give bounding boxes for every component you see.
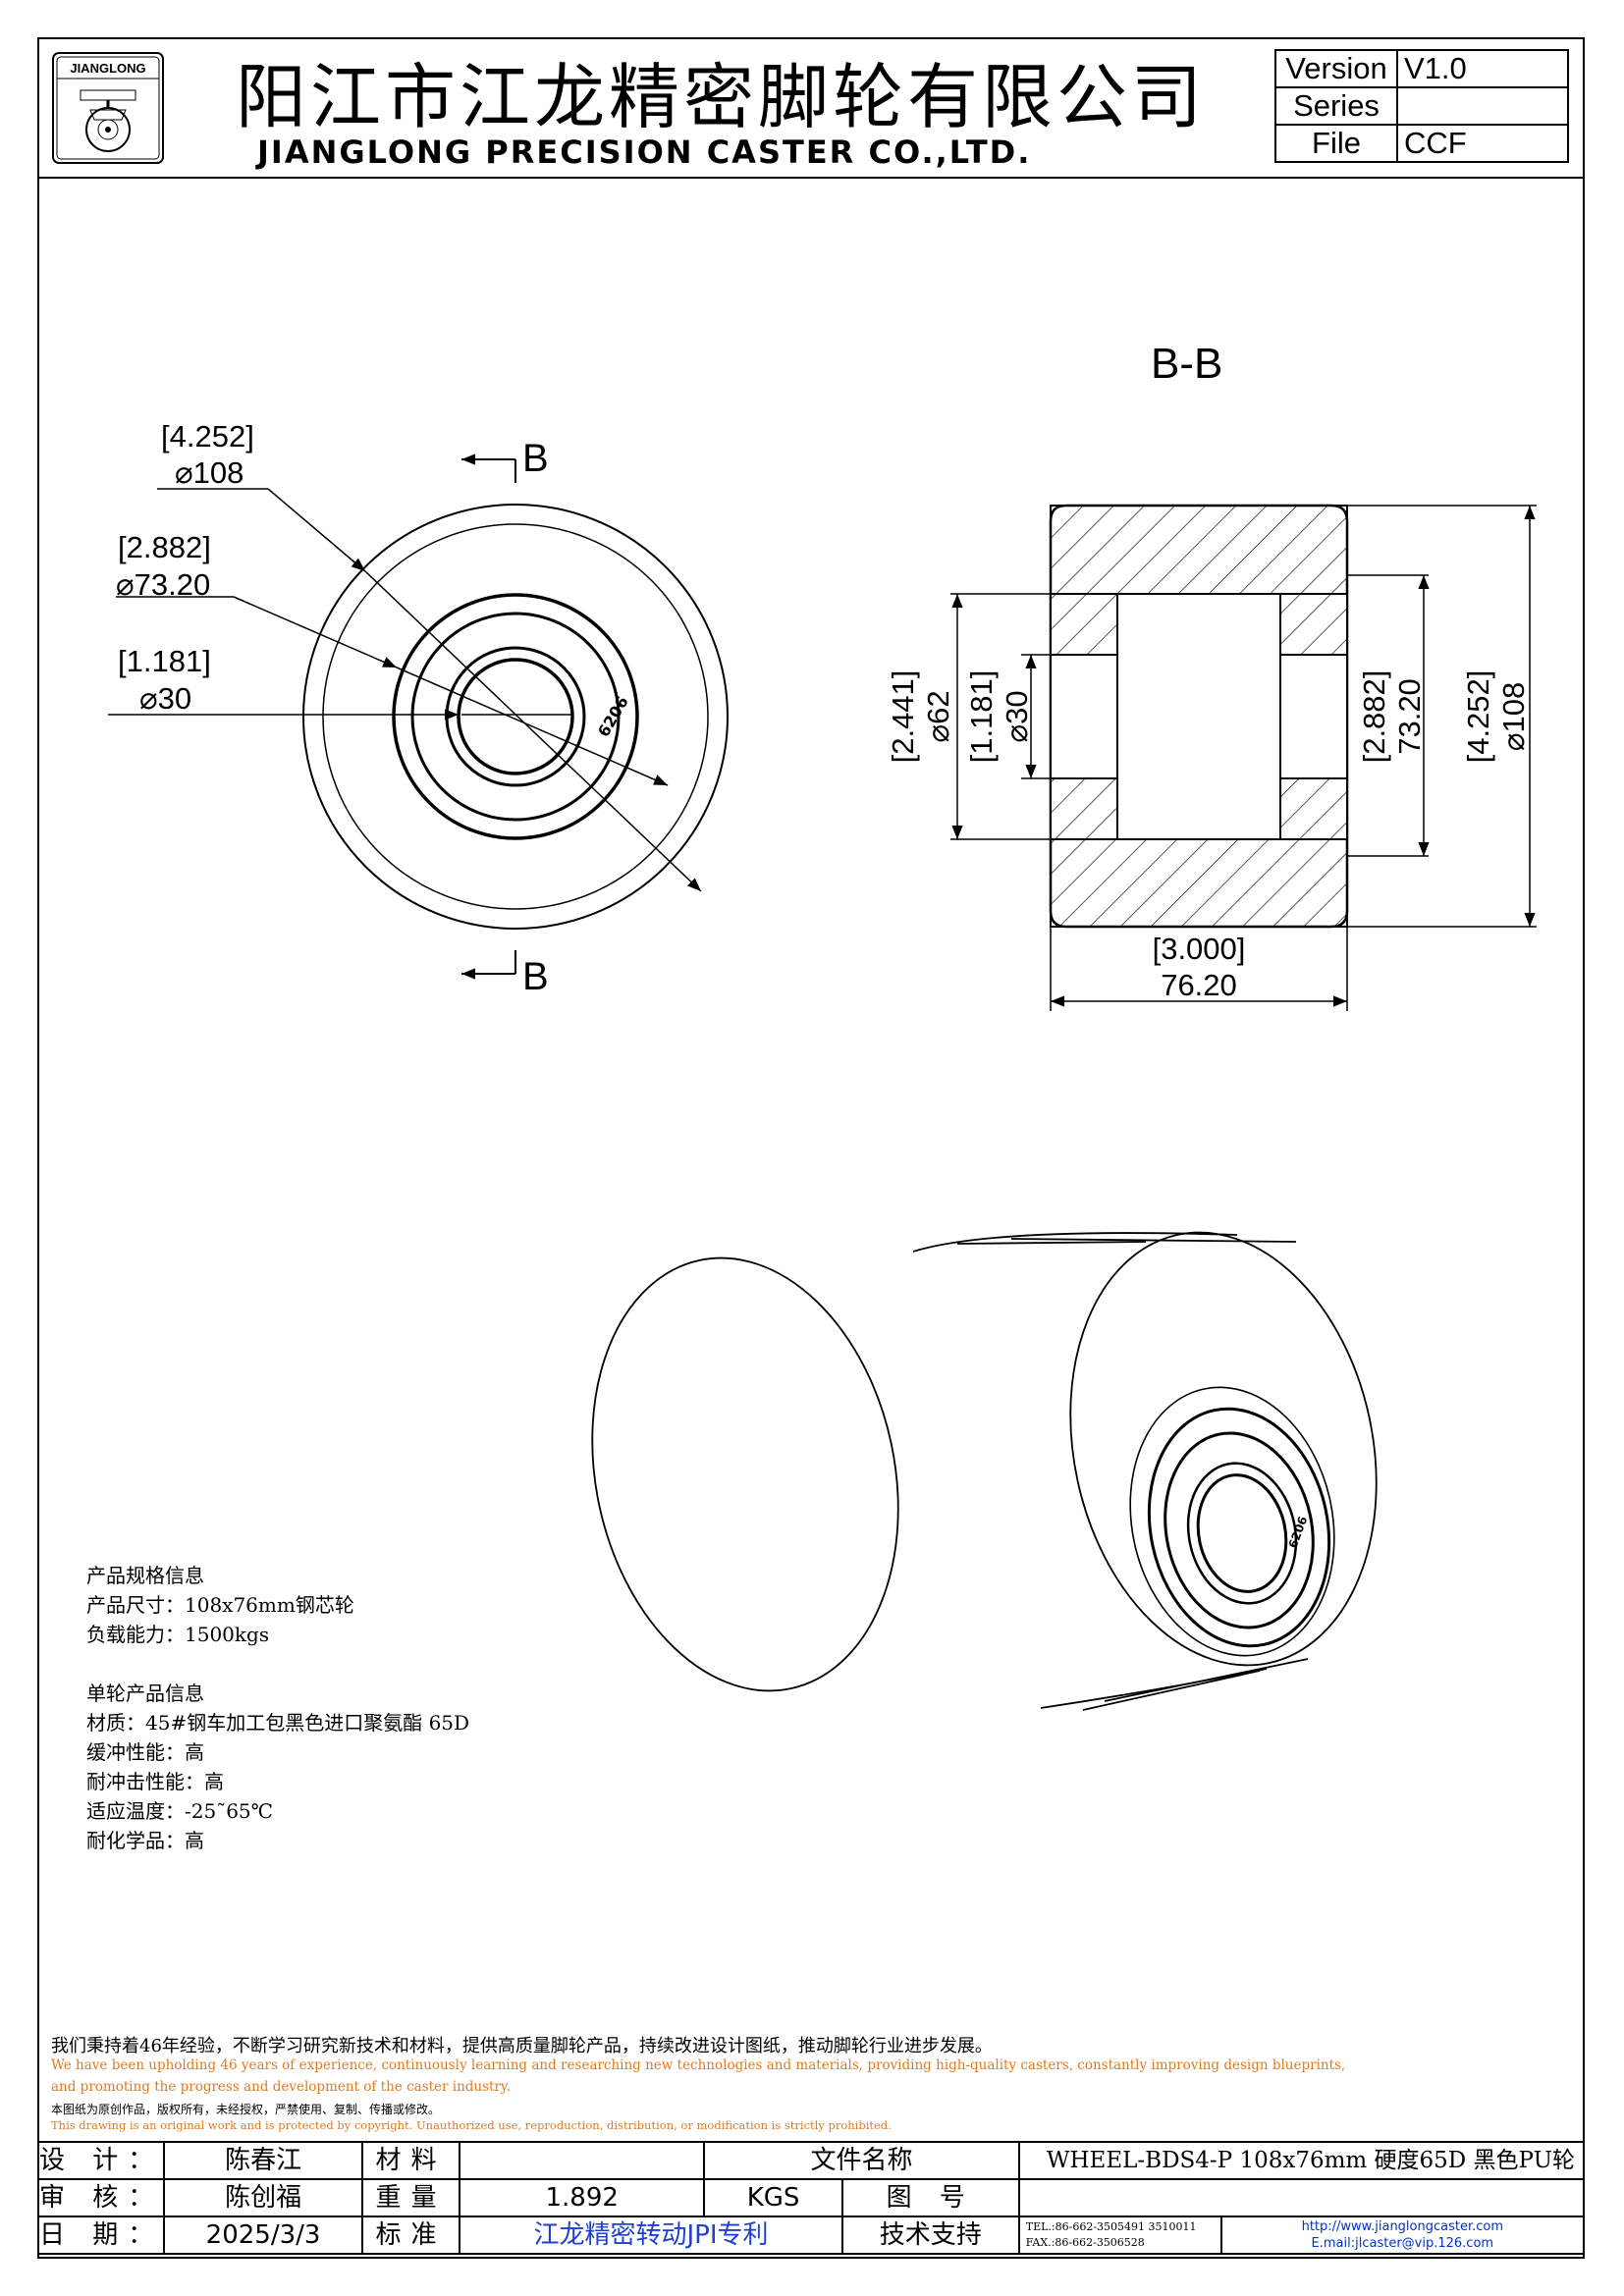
version-value: V1.0	[1396, 49, 1569, 88]
support-label: 技术支持	[840, 2216, 1020, 2255]
commitment-en-2: and promoting the progress and developme…	[51, 2079, 512, 2095]
header-divider	[37, 177, 1585, 179]
design-value: 陈春江	[163, 2141, 363, 2180]
spec-size: 产品尺寸：108x76mm钢芯轮	[86, 1593, 354, 1617]
dim-30-section-inch: [1.181]	[964, 670, 999, 764]
logo-text: JIANGLONG	[70, 61, 145, 76]
front-leaders	[108, 488, 702, 892]
standard-label: 标准	[360, 2216, 461, 2255]
section-mark-top: B	[522, 437, 549, 480]
front-view	[302, 504, 729, 930]
series-row: Series	[1274, 86, 1569, 126]
dim-73-mm: ⌀73.20	[116, 567, 210, 602]
spec-group2-title: 单轮产品信息	[86, 1682, 204, 1705]
company-logo: JIANGLONG	[52, 52, 164, 164]
dim-30-mm: ⌀30	[139, 681, 191, 716]
section-title: B-B	[1151, 340, 1222, 388]
dim-73-inch: [2.882]	[118, 530, 211, 564]
drawing-frame	[37, 37, 1585, 2259]
material-label: 材料	[360, 2141, 461, 2180]
email-link[interactable]: E.mail:jlcaster@vip.126.com	[1311, 2236, 1494, 2251]
dim-108-section-mm: ⌀108	[1496, 682, 1531, 751]
section-view	[1049, 504, 1349, 929]
spec-material: 材质：45#钢车加工包黑色进口聚氨酯 65D	[86, 1711, 470, 1735]
section-mark-bottom: B	[522, 955, 549, 998]
series-value	[1396, 86, 1569, 126]
review-value: 陈创福	[163, 2178, 363, 2217]
dim-73-section-inch: [2.882]	[1357, 670, 1391, 764]
dim-width-mm: 76.20	[1161, 968, 1237, 1002]
dim-30-section-mm: ⌀30	[1000, 690, 1034, 742]
fax: FAX.:86-662-3506528	[1025, 2236, 1145, 2249]
version-table: Version V1.0 Series File CCF	[1274, 49, 1569, 163]
title-block-row-2: 审 核： 陈创福 重量 1.892 KGS 图 号	[36, 2178, 1586, 2217]
filename-label: 文件名称	[703, 2141, 1020, 2180]
contact-phone-cell: TEL.:86-662-3505491 3510011 FAX.:86-662-…	[1017, 2216, 1222, 2255]
title-block-row-3: 日 期： 2025/3/3 标准 江龙精密转动JPI专利 技术支持 TEL.:8…	[36, 2216, 1586, 2255]
dim-108-inch: [4.252]	[161, 419, 254, 454]
design-label: 设 计：	[36, 2141, 166, 2180]
hub-circle-73	[392, 593, 639, 840]
dim-30-inch: [1.181]	[118, 644, 211, 678]
title-block: 设 计： 陈春江 材料 文件名称 WHEEL-BDS4-P 108x76mm 硬…	[36, 2141, 1586, 2255]
weight-value: 1.892	[459, 2178, 706, 2217]
spec-group1-title: 产品规格信息	[86, 1564, 204, 1587]
weight-unit: KGS	[703, 2178, 843, 2217]
tread-edge-circle	[322, 523, 709, 910]
dim-62-inch: [2.441]	[886, 670, 920, 764]
dim-108-section-inch: [4.252]	[1461, 670, 1495, 764]
copyright-cn: 本图纸为原创作品，版权所有，未经授权，严禁使用、复制、传播或修改。	[51, 2103, 441, 2116]
spec-load: 负载能力：1500kgs	[86, 1623, 270, 1646]
bore-circle-30	[457, 658, 574, 775]
version-label: Version	[1274, 49, 1398, 88]
standard-value: 江龙精密转动JPI专利	[459, 2216, 843, 2255]
spec-impact: 耐冲击性能：高	[86, 1770, 224, 1793]
isometric-view	[591, 1231, 1378, 1711]
bearing-outer-circle	[410, 612, 621, 822]
file-label: File	[1274, 124, 1398, 163]
section-dim-labels: [2.441] ⌀62 [1.181] ⌀30 [2.882] 73.20 [4…	[886, 670, 1531, 1002]
dim-73-section-mm: 73.20	[1392, 678, 1427, 755]
front-dim-labels: [4.252] ⌀108 [2.882] ⌀73.20 [1.181] ⌀30	[116, 419, 254, 716]
version-row: Version V1.0	[1274, 49, 1569, 88]
drawing-no-value	[1017, 2178, 1586, 2217]
drawing-no-label: 图 号	[840, 2178, 1020, 2217]
title-block-row-1: 设 计： 陈春江 材料 文件名称 WHEEL-BDS4-P 108x76mm 硬…	[36, 2141, 1586, 2180]
dim-width-inch: [3.000]	[1153, 932, 1246, 966]
copyright-en: This drawing is an original work and is …	[51, 2118, 892, 2132]
date-label: 日 期：	[36, 2216, 166, 2255]
company-name-cn: 阳江市江龙精密脚轮有限公司	[236, 56, 1207, 138]
company-name-en: JIANGLONG PRECISION CASTER CO.,LTD.	[257, 133, 1032, 171]
spec-cushion: 缓冲性能：高	[86, 1740, 204, 1764]
series-label: Series	[1274, 86, 1398, 126]
file-row: File CCF	[1274, 124, 1569, 163]
date-value: 2025/3/3	[163, 2216, 363, 2255]
review-label: 审 核：	[36, 2178, 166, 2217]
bearing-mark-front: 6206	[594, 693, 632, 740]
file-value: CCF	[1396, 124, 1569, 163]
outer-circle-108	[302, 504, 729, 930]
section-dims	[950, 505, 1537, 1011]
spec-temperature: 适应温度：-25˜65℃	[86, 1799, 274, 1823]
commitment-cn: 我们秉持着46年经验，不断学习研究新技术和材料，提供高质量脚轮产品，持续改进设计…	[51, 2036, 993, 2056]
filename-value: WHEEL-BDS4-P 108x76mm 硬度65D 黑色PU轮	[1017, 2141, 1586, 2180]
dim-62-mm: ⌀62	[921, 690, 955, 742]
material-value	[459, 2141, 706, 2180]
section-markers	[461, 454, 516, 980]
weight-label: 重量	[360, 2178, 461, 2217]
dim-108-mm: ⌀108	[175, 455, 244, 490]
tel: TEL.:86-662-3505491 3510011	[1025, 2220, 1197, 2233]
website-link[interactable]: http://www.jianglongcaster.com	[1301, 2219, 1504, 2234]
bearing-mark-iso: 6206	[1286, 1515, 1311, 1550]
commitment-en-1: We have been upholding 46 years of exper…	[51, 2057, 1346, 2073]
contact-web-cell: http://www.jianglongcaster.com E.mail:jl…	[1219, 2216, 1586, 2255]
spec-chemical: 耐化学品：高	[86, 1829, 204, 1852]
